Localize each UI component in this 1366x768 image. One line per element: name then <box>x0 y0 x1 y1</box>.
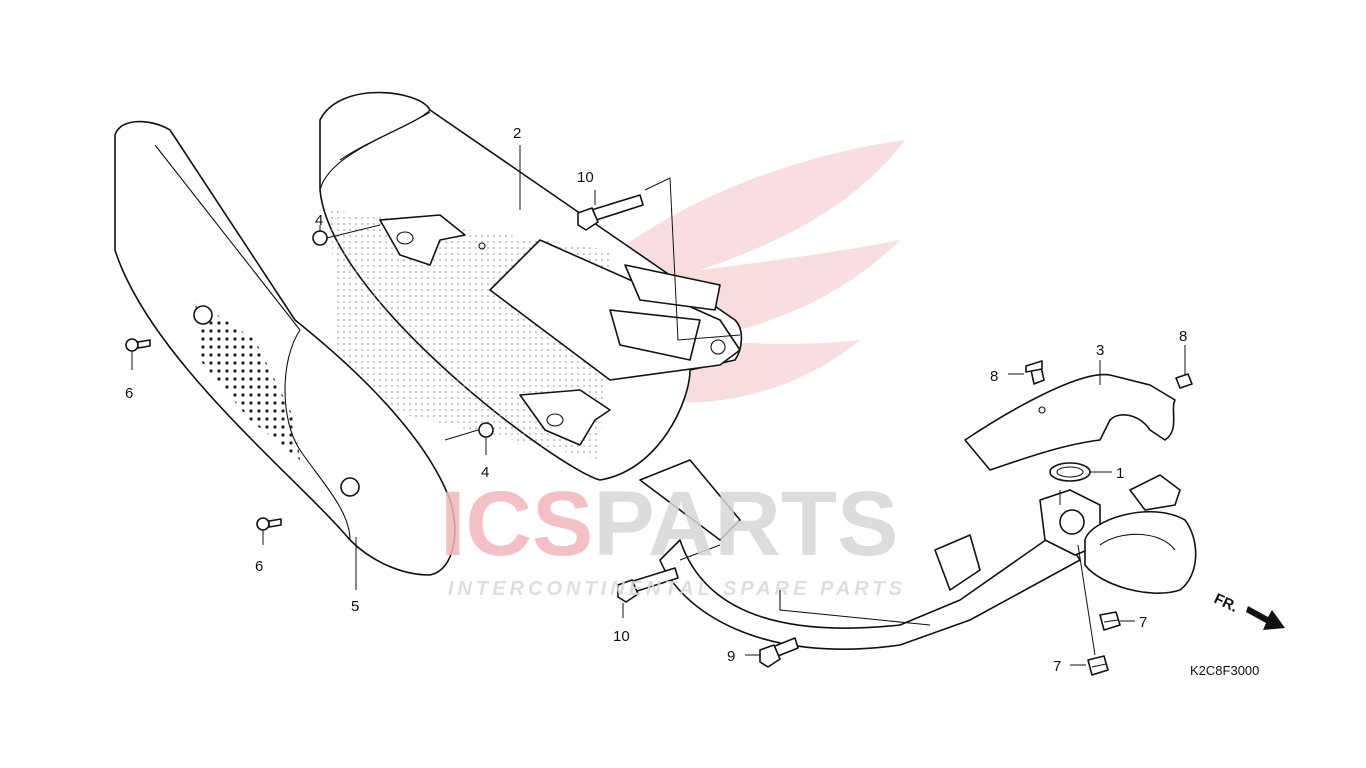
callout-6-left: 6 <box>125 385 133 402</box>
callout-2: 2 <box>513 125 521 142</box>
callout-8-left: 8 <box>990 368 998 385</box>
drawing-code: K2C8F3000 <box>1190 663 1259 678</box>
callout-1: 1 <box>1116 465 1124 482</box>
exhaust-pipe <box>639 459 1197 650</box>
front-arrow-icon <box>1246 606 1285 630</box>
callout-10-upper: 10 <box>577 169 594 186</box>
svg-text:ICSPARTS: ICSPARTS <box>440 473 898 575</box>
nut-7-lower <box>1087 655 1109 676</box>
exhaust-pipe-protector <box>964 373 1176 471</box>
callout-8-right: 8 <box>1179 328 1187 345</box>
exhaust-gasket <box>1049 462 1091 482</box>
bolt-8-left <box>1025 360 1045 385</box>
washer-4-lower <box>478 422 494 438</box>
bolt-9 <box>759 637 799 668</box>
watermark-text: ICSPARTS INTERCONTINENTAL SPARE PARTS <box>440 473 906 600</box>
callout-6-lower: 6 <box>255 558 263 575</box>
front-direction-indicator: FR. <box>1211 590 1285 630</box>
callout-4-lower: 4 <box>481 464 489 481</box>
callout-5: 5 <box>351 598 359 615</box>
callouts: 2 10 4 6 4 6 5 10 9 8 3 8 1 7 7 <box>125 125 1187 675</box>
muffler-body <box>319 91 743 481</box>
watermark-tagline: INTERCONTINENTAL SPARE PARTS <box>448 578 906 600</box>
leader-lines <box>131 145 1186 666</box>
nut-7-upper <box>1099 611 1121 631</box>
callout-3: 3 <box>1096 342 1104 359</box>
washer-4-upper <box>312 230 328 246</box>
watermark-brand-suffix: PARTS <box>593 473 898 575</box>
bolt-10-lower <box>617 567 679 603</box>
callout-10-lower: 10 <box>613 628 630 645</box>
callout-9: 9 <box>727 648 735 665</box>
bolt-8-right <box>1175 373 1193 389</box>
watermark-brand-prefix: ICS <box>440 473 593 575</box>
front-direction-label: FR. <box>1211 590 1240 616</box>
screw-6-left <box>125 338 151 352</box>
screw-6-lower <box>256 517 282 531</box>
bolt-10-upper <box>577 194 644 231</box>
muffler-protector <box>114 120 456 576</box>
callout-7-upper: 7 <box>1139 614 1147 631</box>
callout-4-upper: 4 <box>315 212 323 229</box>
callout-7-lower: 7 <box>1053 658 1061 675</box>
